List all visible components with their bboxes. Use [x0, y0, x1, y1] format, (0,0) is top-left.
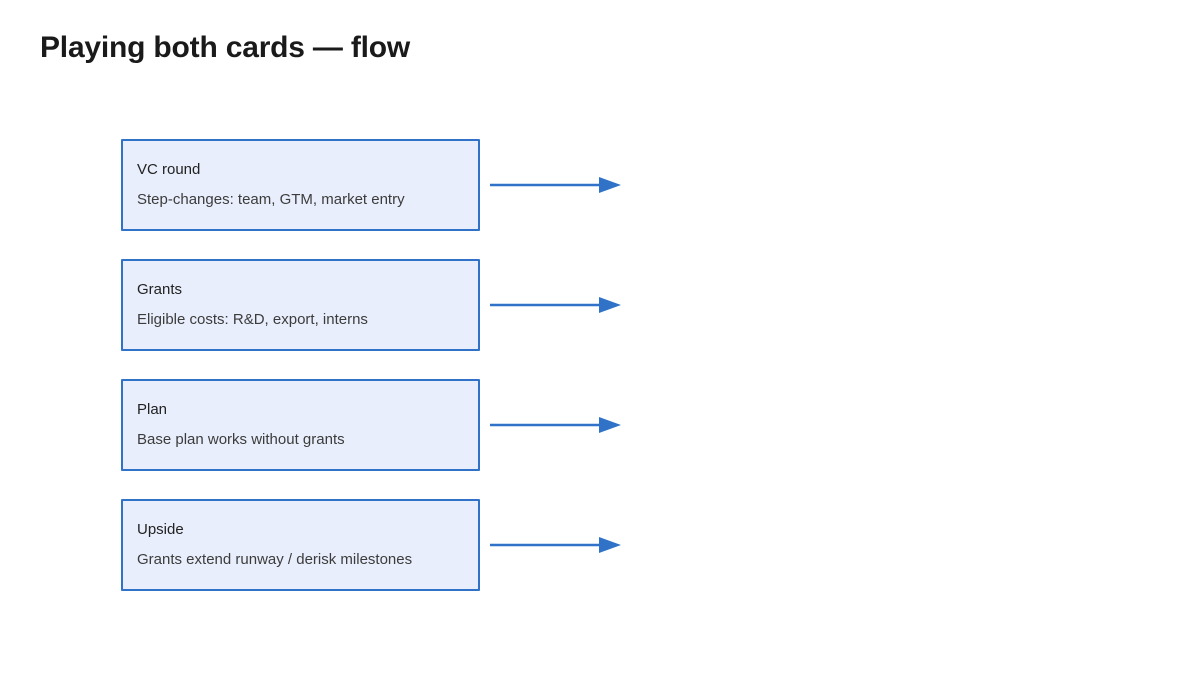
- node-description: Eligible costs: R&D, export, interns: [137, 311, 368, 328]
- node-title: VC round: [137, 161, 201, 178]
- flow-node-vc-round[interactable]: VC round Step-changes: team, GTM, market…: [121, 139, 480, 231]
- node-text-wrap: Upside Grants extend runway / derisk mil…: [137, 515, 657, 575]
- node-title: Plan: [137, 401, 168, 418]
- node-text-wrap: Grants Eligible costs: R&D, export, inte…: [137, 275, 657, 335]
- node-description: Grants extend runway / derisk milestones: [137, 551, 413, 568]
- node-text-wrap: VC round Step-changes: team, GTM, market…: [137, 155, 657, 215]
- node-title: Upside: [137, 521, 184, 538]
- node-description: Base plan works without grants: [137, 431, 345, 448]
- node-title: Grants: [137, 281, 183, 298]
- flow-node-grants[interactable]: Grants Eligible costs: R&D, export, inte…: [121, 259, 480, 351]
- node-description: Step-changes: team, GTM, market entry: [137, 191, 405, 208]
- page-title: Playing both cards — flow: [40, 31, 411, 64]
- flow-node-plan[interactable]: Plan Base plan works without grants: [121, 379, 480, 471]
- flow-node-upside[interactable]: Upside Grants extend runway / derisk mil…: [121, 499, 480, 591]
- node-text-wrap: Plan Base plan works without grants: [137, 395, 657, 455]
